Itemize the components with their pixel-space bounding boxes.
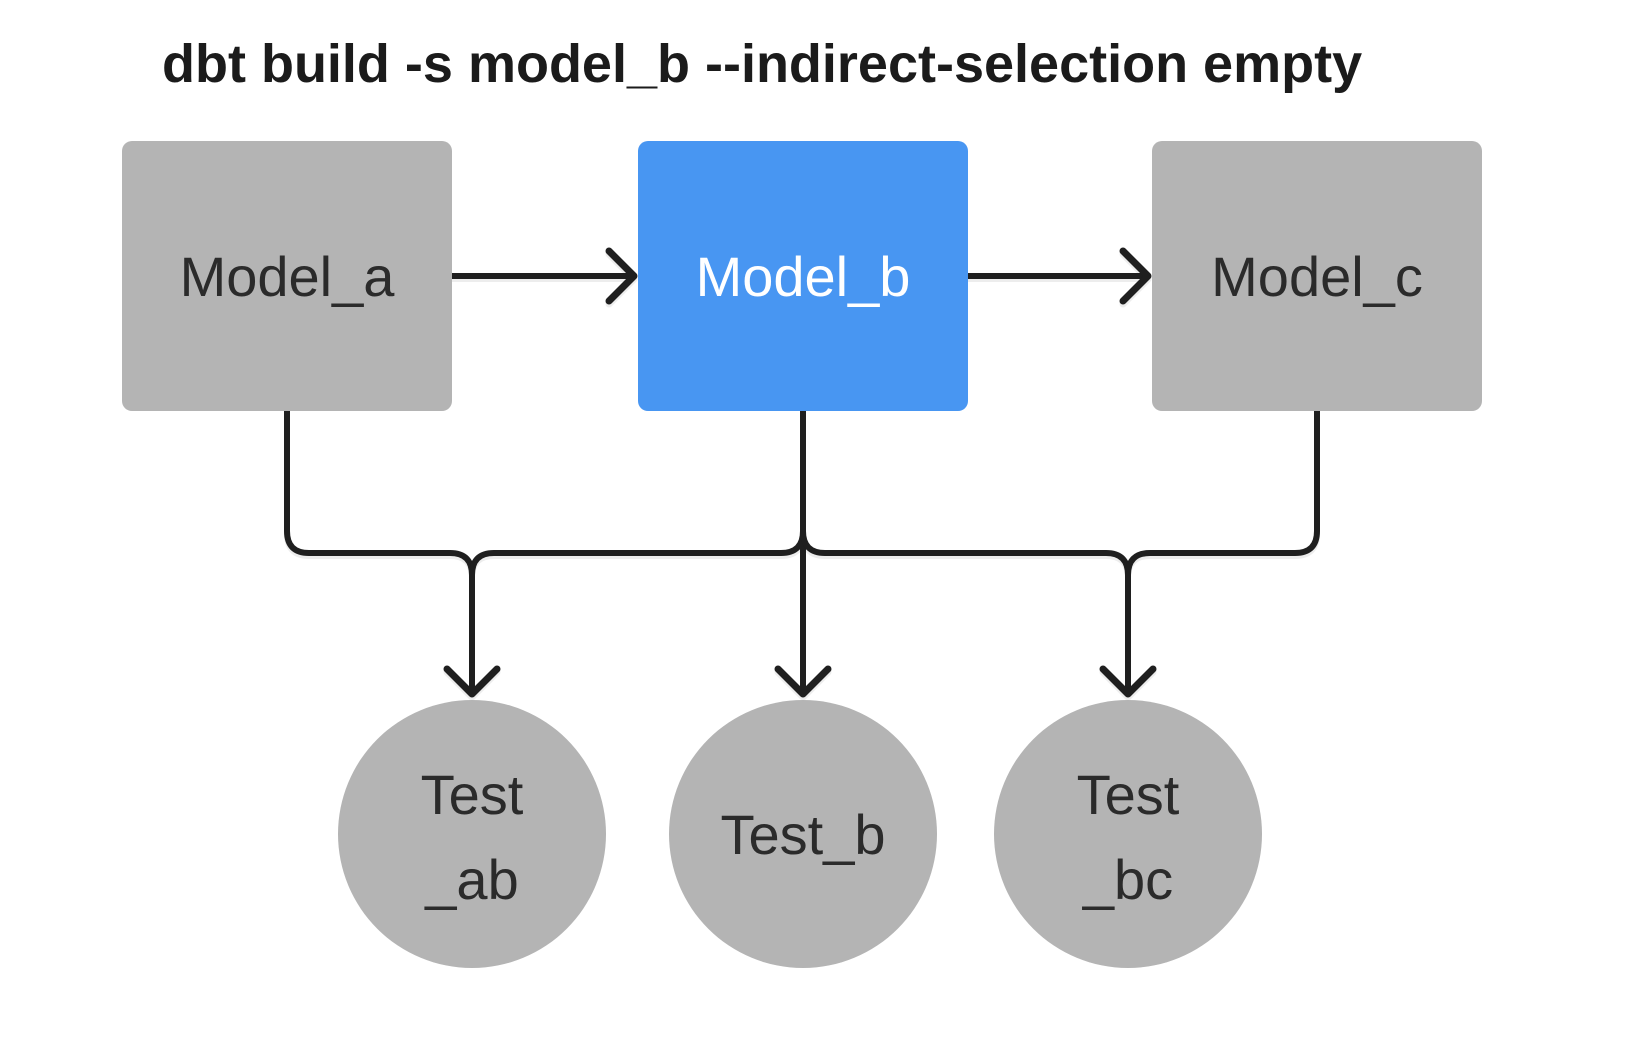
test-node-test_b: Test_b	[669, 700, 937, 968]
model_b-box	[638, 141, 968, 411]
diagram-title: dbt build -s model_b --indirect-selectio…	[162, 34, 1362, 94]
arrowhead-down-icon	[1099, 665, 1157, 698]
arrowhead-down-icon	[443, 665, 501, 698]
edge-group	[284, 247, 1320, 698]
test_b-circle	[669, 700, 937, 968]
test_bc-label-line2: _bc	[1082, 848, 1173, 911]
edge-shaft	[1125, 408, 1320, 663]
test-node-test_ab: Test _ab	[338, 700, 606, 968]
model-node-model_b-selected: Model_b	[638, 141, 968, 411]
model_c-label: Model_c	[1211, 245, 1423, 308]
model_c-box	[1152, 141, 1482, 411]
test_ab-label-line2: _ab	[424, 848, 518, 911]
test-node-test_bc: Test _bc	[994, 700, 1262, 968]
arrowhead-right-icon	[605, 247, 638, 305]
model_b-label: Model_b	[696, 245, 911, 308]
model-node-model_c: Model_c	[1152, 141, 1482, 411]
edge-model_b-model_c	[964, 247, 1152, 305]
test_bc-circle	[994, 700, 1262, 968]
model-node-model_a: Model_a	[122, 141, 452, 411]
edge-model_a-model_b	[449, 247, 638, 305]
test_bc-label-line1: Test	[1077, 763, 1180, 826]
model_a-label: Model_a	[180, 245, 396, 308]
edge-model_b-test_b	[774, 408, 832, 698]
model_a-box	[122, 141, 452, 411]
edge-model_c-test_bc	[1125, 408, 1320, 663]
arrowhead-right-icon	[1119, 247, 1152, 305]
arrowhead-down-icon	[774, 665, 832, 698]
test_ab-circle	[338, 700, 606, 968]
test_b-label: Test_b	[721, 803, 886, 866]
test_ab-label-line1: Test	[421, 763, 524, 826]
